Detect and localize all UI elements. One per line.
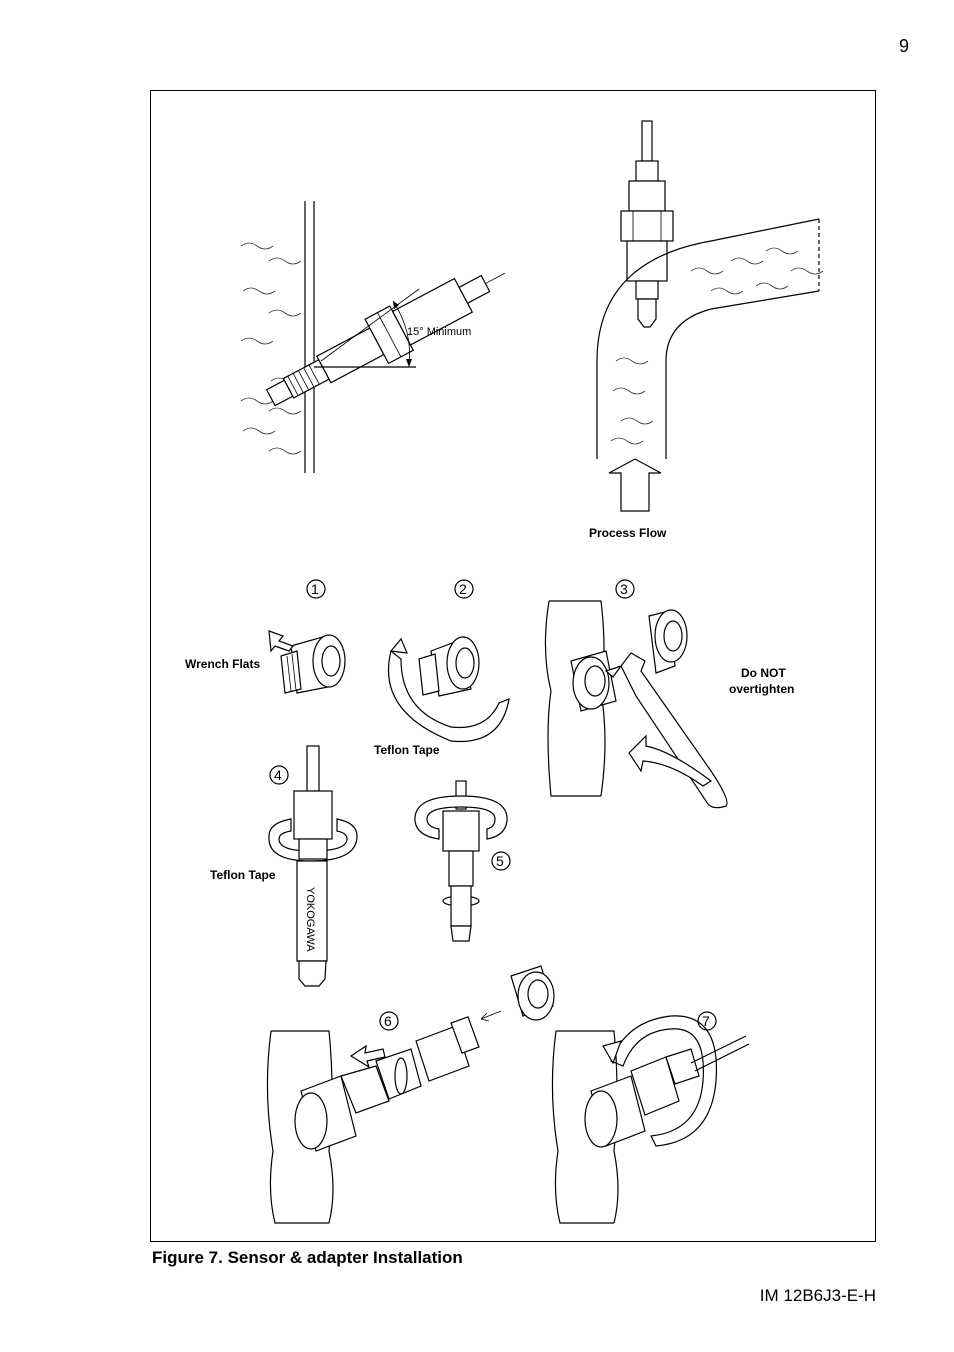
step-7-drawing	[551, 1015, 750, 1224]
elbow-installation-drawing: Process Flow	[589, 120, 824, 540]
overtighten-label: overtighten	[729, 682, 794, 696]
svg-text:4: 4	[274, 767, 282, 783]
step-5-drawing	[414, 780, 508, 942]
step-2-drawing: Teflon Tape	[374, 636, 510, 757]
sensor-brand-text: YOKOGAWA	[304, 887, 316, 952]
step-4: 4	[269, 765, 289, 785]
step-6-drawing	[266, 965, 555, 1224]
angle-label: 15° Minimum	[407, 326, 471, 338]
teflon-tape-label-4: Teflon Tape	[210, 868, 276, 882]
step-6: 6	[379, 1011, 399, 1031]
svg-text:6: 6	[384, 1013, 392, 1029]
wrench-flats-label: Wrench Flats	[185, 657, 260, 671]
page-number: 9	[898, 36, 909, 56]
svg-text:3: 3	[620, 581, 628, 597]
svg-text:7: 7	[702, 1013, 710, 1029]
svg-text:1: 1	[311, 581, 319, 597]
svg-text:5: 5	[496, 853, 504, 869]
figure-frame: 15° Minimum	[150, 90, 876, 1242]
figure-caption: Figure 7. Sensor & adapter Installation	[152, 1248, 463, 1267]
installation-illustration: 15° Minimum	[185, 120, 824, 1224]
step-4-drawing: YOKOGAWA Teflon Tape	[210, 745, 358, 987]
step-7: 7	[697, 1011, 717, 1031]
svg-text:2: 2	[459, 581, 467, 597]
process-flow-label: Process Flow	[589, 526, 667, 540]
step-1-drawing: Wrench Flats	[185, 630, 346, 694]
do-not-label: Do NOT	[741, 666, 786, 680]
step-5: 5	[491, 851, 511, 871]
angled-installation-drawing: 15° Minimum	[240, 201, 506, 473]
step-1: 1	[306, 579, 326, 599]
teflon-tape-label-2: Teflon Tape	[374, 743, 440, 757]
step-2: 2	[454, 579, 474, 599]
document-id: IM 12B6J3-E-H	[759, 1286, 876, 1305]
step-3-drawing: Do NOT overtighten	[544, 600, 794, 809]
step-3: 3	[615, 579, 635, 599]
